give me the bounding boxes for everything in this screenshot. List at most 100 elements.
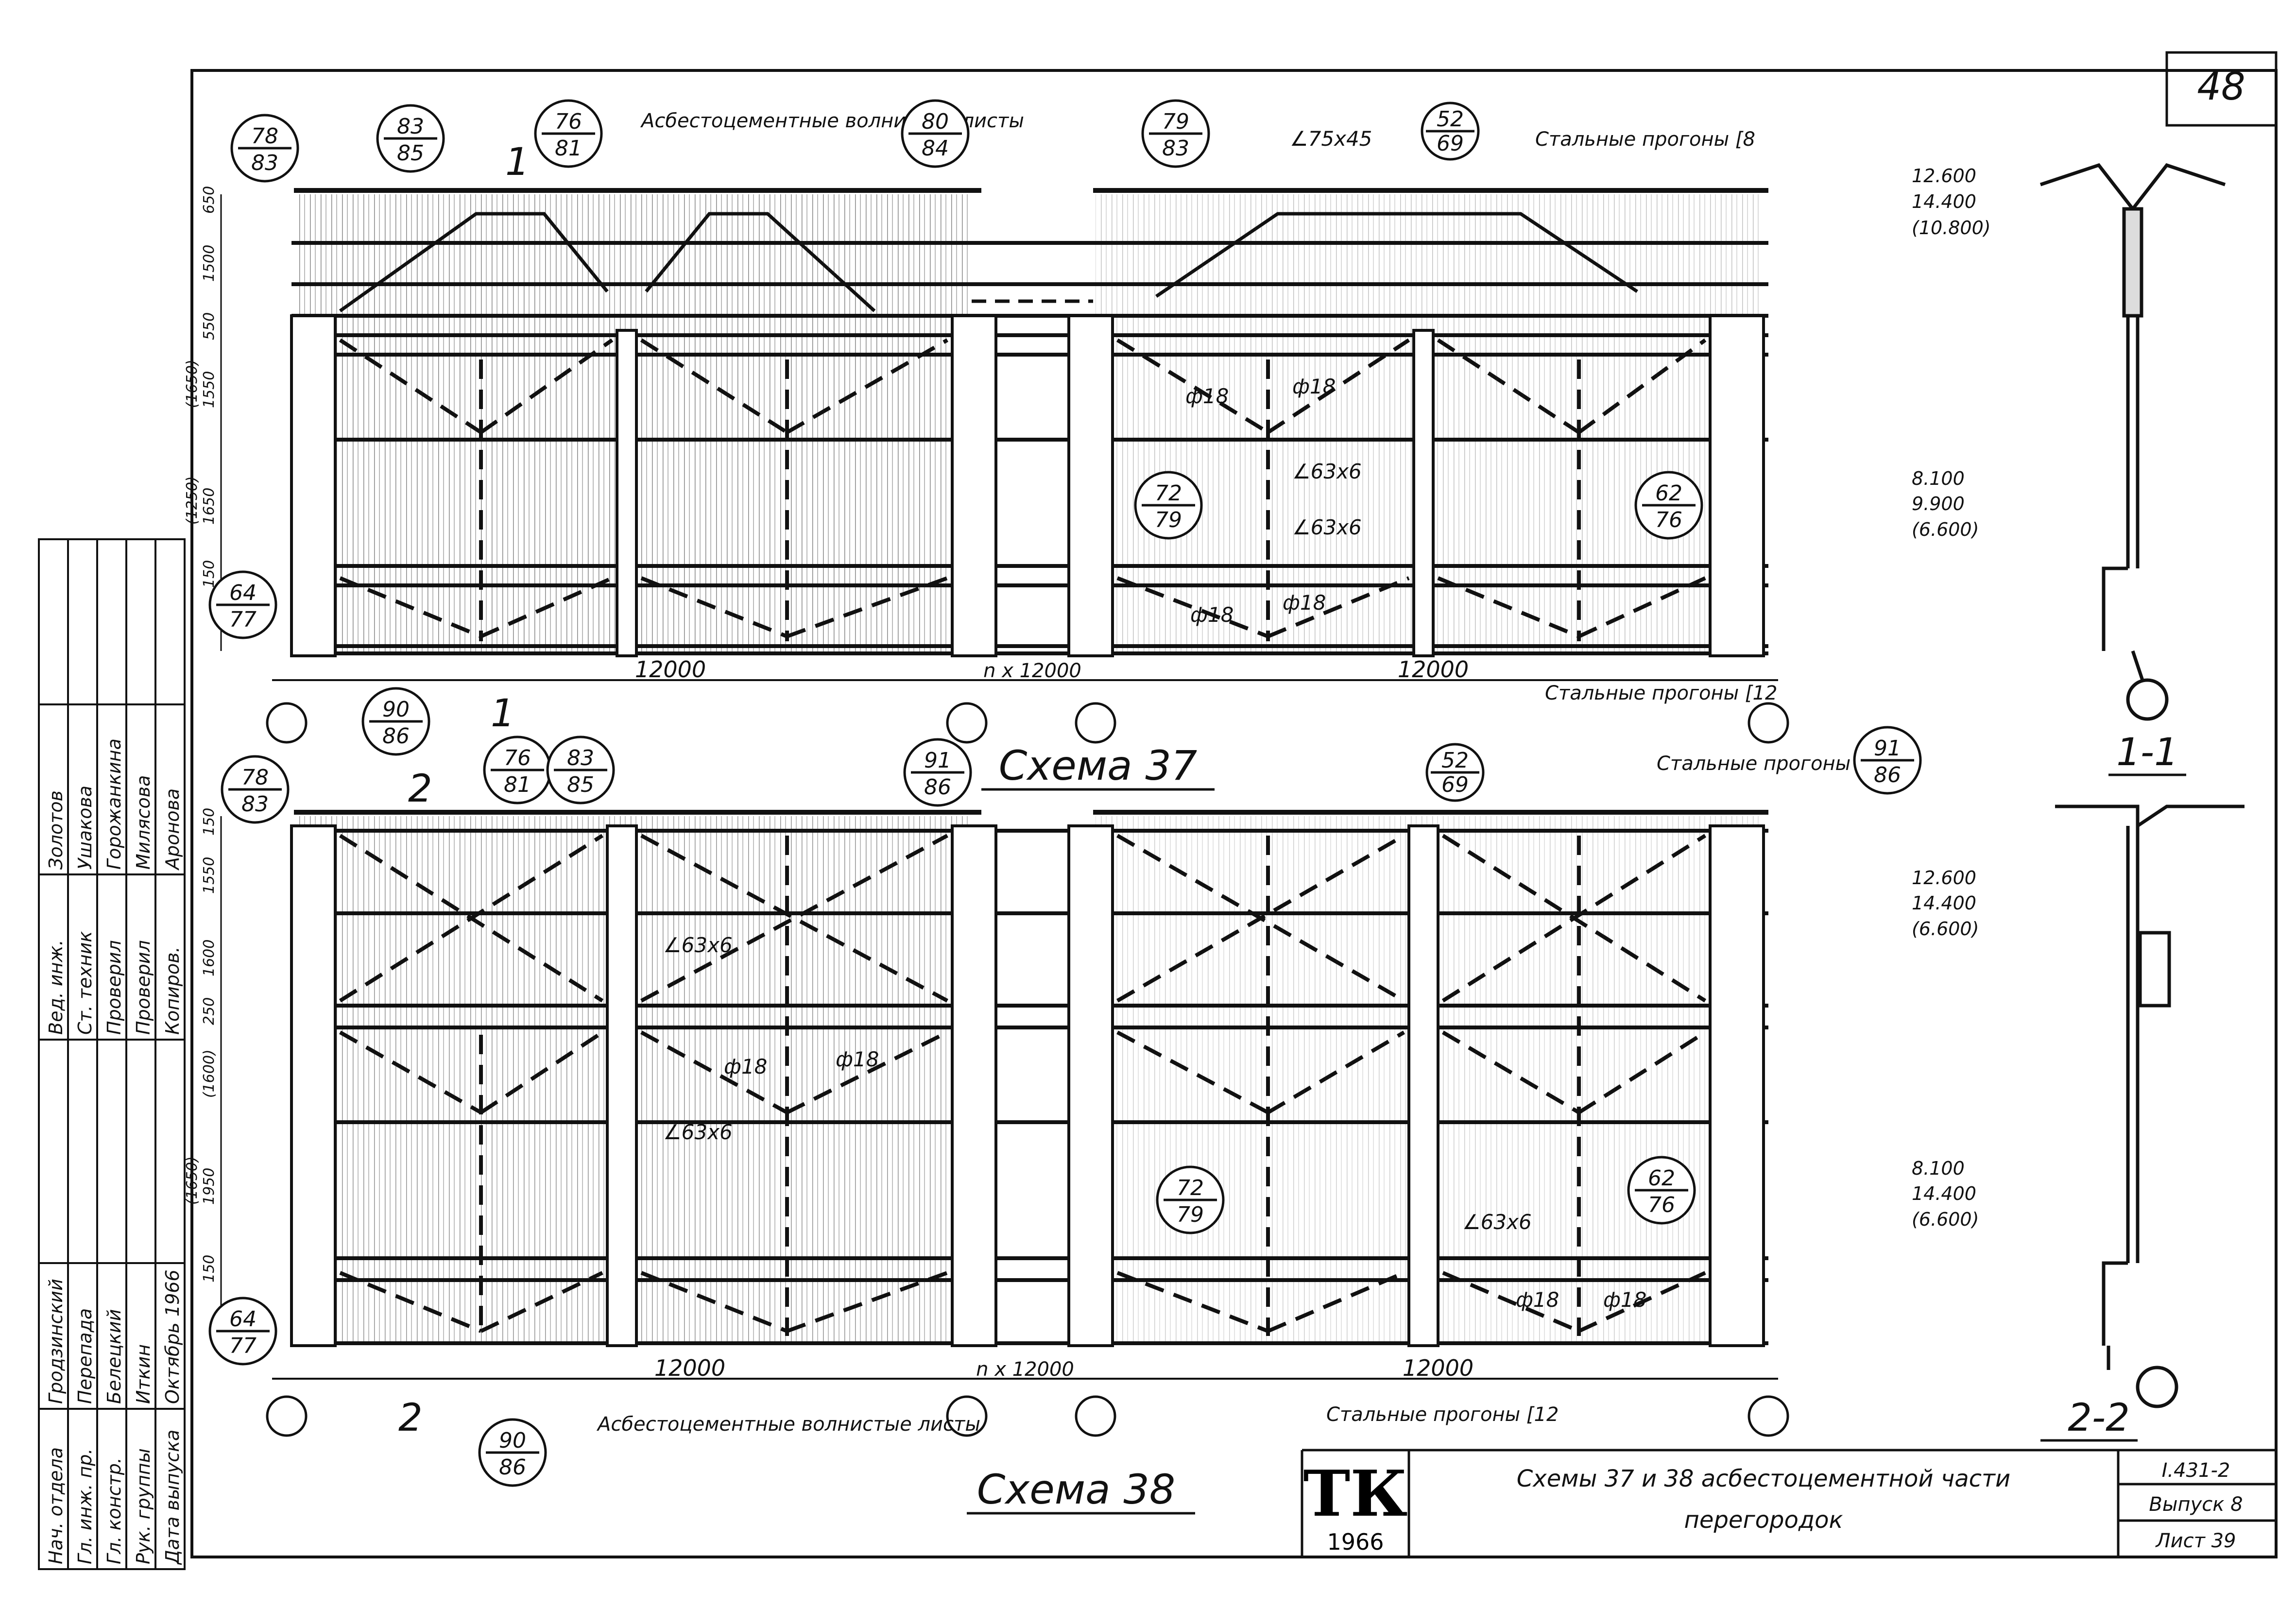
dim-37-1: 1500 <box>201 245 218 282</box>
section-1-1-label: 1-1 <box>2116 731 2178 774</box>
stamp-name-3: Иткин <box>133 1344 154 1404</box>
title-block-title-line1: Схемы 37 и 38 асбестоцементной части <box>1517 1465 2010 1492</box>
stamp-role-4: Дата выпуска <box>162 1430 183 1565</box>
dim-38-1: 1550 <box>201 857 218 894</box>
stamp-r-role-0: Вед. инж. <box>45 940 67 1035</box>
stamp-r-role-4: Копиров. <box>162 946 183 1035</box>
dim-37-2: 550 <box>201 312 218 340</box>
sheet-frame <box>190 69 2278 1558</box>
dim-37-5: 1650 <box>201 488 218 525</box>
section-1-1 <box>2039 163 2226 721</box>
ref-37-8-top: 64 <box>229 581 257 605</box>
stamp-role-0: Нач. отдела <box>45 1447 67 1564</box>
title-block-logo-year: 1966 <box>1327 1529 1384 1555</box>
ref-37-2-top: 76 <box>555 109 582 134</box>
ref-37-4-top: 79 <box>1162 109 1189 134</box>
stamp-role-2: Гл. констр. <box>103 1457 125 1564</box>
scheme-37-elevations-mid: 8.100 9.900 (6.600) <box>1912 468 1979 540</box>
scheme-37-span-right: 12000 <box>1398 656 1469 683</box>
stamp-name-4: Октябрь 1966 <box>162 1269 183 1404</box>
elev-38-mid-0: 8.100 <box>1912 1158 1965 1179</box>
scheme-38-label-angle-63x6-b: ∠63x6 <box>663 1120 733 1144</box>
scheme-38-columns <box>290 824 1765 1347</box>
elev-37-top-0: 12.600 <box>1912 165 1976 187</box>
scheme-38-elevations-top: 12.600 14.400 (6.600) <box>1912 867 1979 940</box>
scheme-37-label-rod-d: ф18 <box>1283 591 1326 615</box>
ref-38-7-bottom: 76 <box>1648 1193 1675 1217</box>
stamp-r-name-0: Золотов <box>45 790 67 870</box>
ref-38-1-bottom: 81 <box>504 772 531 797</box>
scheme-37-section-mark-top: 1 <box>505 140 530 184</box>
ref-37-1-bottom: 85 <box>397 141 424 166</box>
scheme-38-label-asbestos: Асбестоцементные волнистые листы <box>596 1413 980 1436</box>
dim-37-6: (1250) <box>184 476 201 525</box>
scheme-37-label-angle-63x6-a: ∠63x6 <box>1292 460 1362 483</box>
page-number: 48 <box>2197 65 2245 109</box>
scheme-37-span-left: 12000 <box>635 656 706 683</box>
ref-38-0-top: 78 <box>241 765 269 790</box>
scheme-37-node-ref-texts: 78 83 83 85 76 81 80 84 79 83 52 69 72 7… <box>229 107 1682 749</box>
ref-38-4-bottom: 69 <box>1441 772 1469 797</box>
elev-37-top-1: 14.400 <box>1912 191 1976 212</box>
title-block-issue: Выпуск 8 <box>2149 1493 2243 1516</box>
ref-37-0-bottom: 83 <box>251 151 278 175</box>
title-block <box>1301 1449 2276 1557</box>
scheme-37-node-refs <box>208 99 1703 756</box>
ref-37-9-top: 90 <box>382 697 410 722</box>
scheme-38-node-refs <box>208 726 1922 1487</box>
scheme-38-elevations-mid: 8.100 14.400 (6.600) <box>1912 1158 1979 1230</box>
ref-38-1-top: 76 <box>504 746 531 770</box>
scheme-38-label-rod-d: ф18 <box>1603 1288 1646 1312</box>
scheme-37-elevations-top: 12.600 14.400 (10.800) <box>1912 165 1991 239</box>
scheme-38-label-angle-63x6-a: ∠63x6 <box>663 933 733 957</box>
ref-38-4-top: 52 <box>1441 748 1469 773</box>
stamp-r-role-3: Проверил <box>133 940 154 1035</box>
ref-37-8-bottom: 77 <box>229 607 257 632</box>
elev-38-top-2: (6.600) <box>1912 918 1979 940</box>
page-number-box <box>2165 51 2278 127</box>
scheme-37-caption: Схема 37 <box>999 742 1197 789</box>
scheme-37-label-angle-63x6-b: ∠63x6 <box>1292 515 1362 539</box>
ref-38-8-bottom: 77 <box>229 1334 257 1358</box>
scheme-38-label-steel-purlins-top: Стальные прогоны [12 <box>1657 753 1889 775</box>
scheme-37-span-middle: n x 12000 <box>983 660 1081 682</box>
ref-38-9-bottom: 86 <box>499 1455 526 1480</box>
ref-37-5-top: 52 <box>1437 107 1464 132</box>
scheme-37-bracing <box>339 338 1707 641</box>
dim-38-2: 1600 <box>201 940 218 976</box>
stamp-r-name-2: Горожанкина <box>103 738 125 870</box>
stamp-role-1: Гл. инж. пр. <box>74 1448 96 1564</box>
scheme-38-span-middle: n x 12000 <box>976 1358 1074 1381</box>
stamp-r-role-1: Ст. техник <box>74 931 96 1035</box>
ref-38-7-top: 62 <box>1648 1166 1675 1191</box>
scheme-37-label-rod-a: ф18 <box>1185 384 1229 408</box>
ref-37-9-bottom: 86 <box>382 724 410 749</box>
elev-38-mid-1: 14.400 <box>1912 1183 1976 1204</box>
scheme-37-label-rod-c: ф18 <box>1190 603 1234 627</box>
stamp-r-role-2: Проверил <box>103 940 125 1035</box>
stamp-role-3: Рук. группы <box>133 1448 154 1564</box>
scheme-38-label-steel-purlins-bottom: Стальные прогоны [12 <box>1326 1403 1559 1426</box>
scheme-38-label-angle-63x6-c: ∠63x6 <box>1462 1210 1532 1234</box>
scheme-37-top-truss <box>339 212 1638 312</box>
ref-38-6-bottom: 79 <box>1177 1202 1204 1227</box>
stamp-r-name-4: Аронова <box>162 788 183 871</box>
dim-38-0: 150 <box>201 808 218 836</box>
scheme-38-label-rod-b: ф18 <box>836 1047 879 1071</box>
dim-37-0: 650 <box>201 186 218 214</box>
dim-37-4: (1650) <box>184 359 201 408</box>
approval-stamp-text: Нач. отдела Гродзинский Гл. инж. пр. Пер… <box>45 738 183 1565</box>
stamp-name-1: Перепада <box>74 1308 96 1404</box>
ref-37-3-bottom: 84 <box>922 136 949 161</box>
scheme-37-purlins <box>291 241 1768 655</box>
elev-37-mid-1: 9.900 <box>1912 493 1965 514</box>
elev-37-top-2: (10.800) <box>1912 217 1991 239</box>
scheme-37-label-angle-75x45: ∠75x45 <box>1290 127 1372 151</box>
scheme-38-section-mark-top: 2 <box>408 767 432 811</box>
ref-37-0-top: 78 <box>251 124 278 149</box>
stamp-name-0: Гродзинский <box>45 1279 67 1404</box>
ref-38-6-top: 72 <box>1177 1176 1204 1200</box>
elev-37-mid-2: (6.600) <box>1912 519 1979 540</box>
scheme-37-label-steel-purlins-c8: Стальные прогоны [8 <box>1535 128 1755 151</box>
